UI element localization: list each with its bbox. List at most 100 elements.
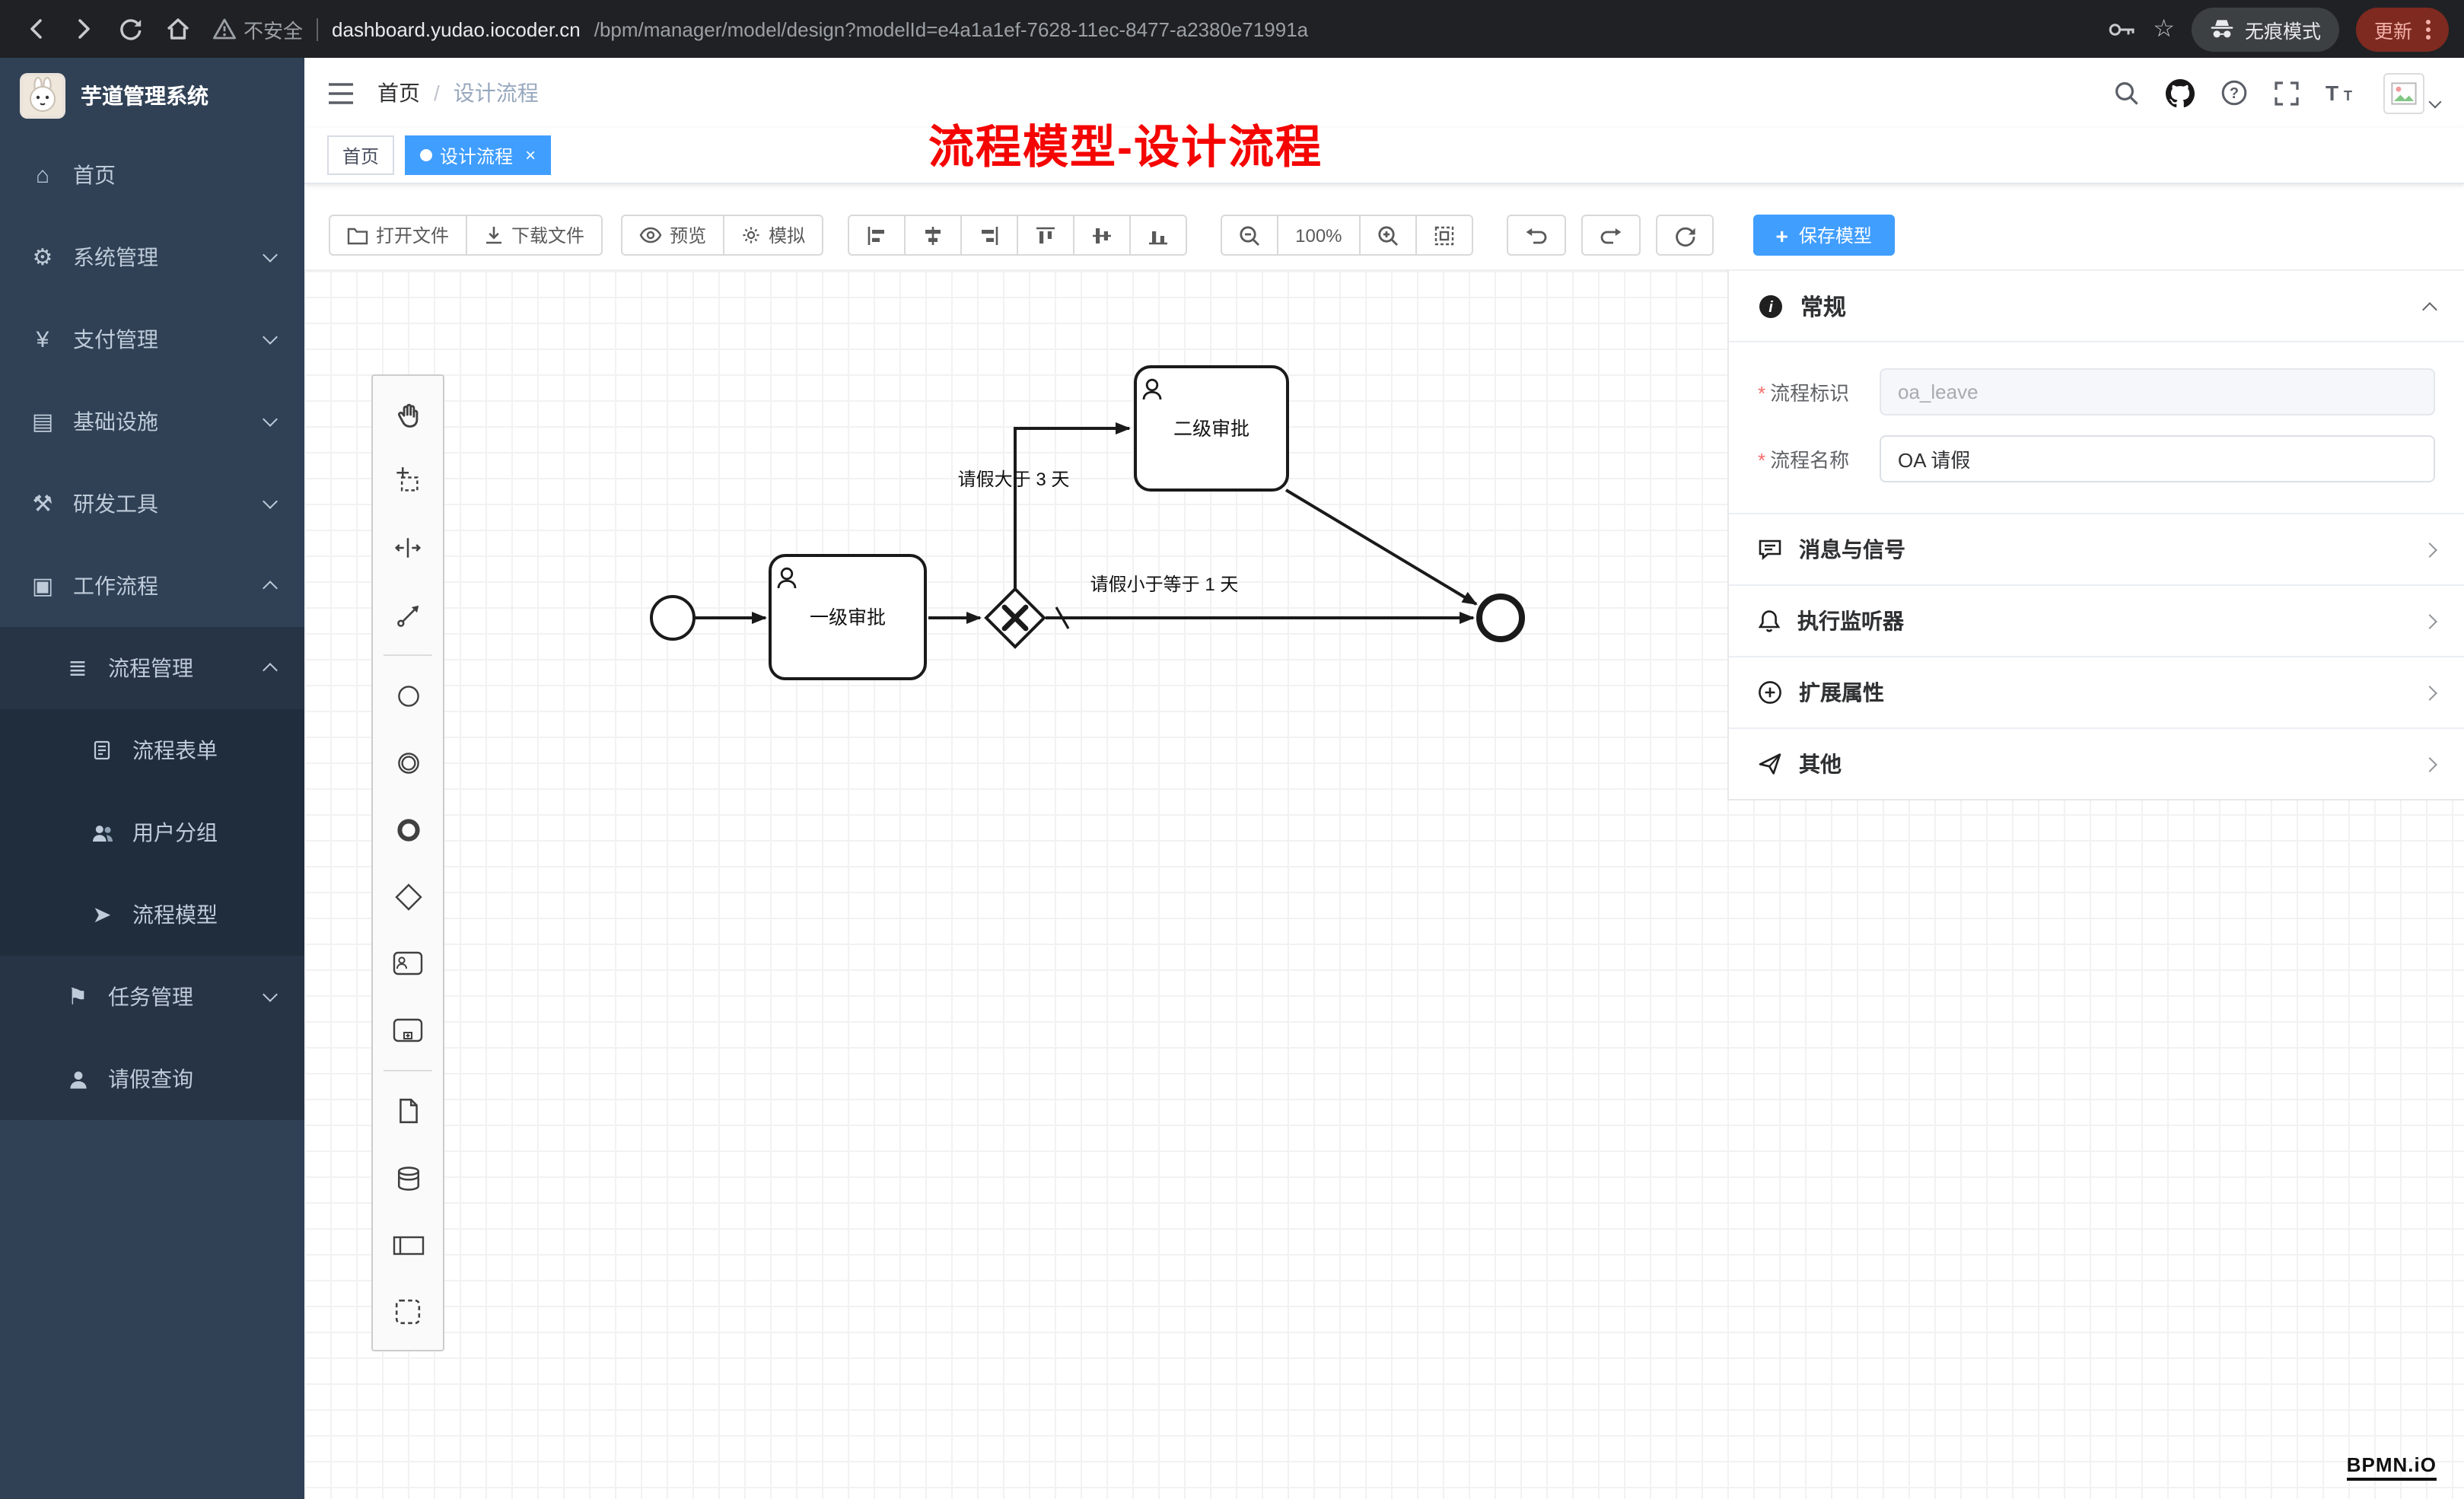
sidebar-item-payment[interactable]: ¥ 支付管理	[0, 298, 304, 380]
process-key-input	[1880, 368, 2435, 415]
palette-hand-tool[interactable]	[373, 380, 443, 447]
undo-button[interactable]	[1506, 215, 1566, 256]
flow-task2-to-end[interactable]	[1285, 489, 1478, 606]
help-icon[interactable]: ?	[2220, 79, 2248, 107]
chevron-down-icon	[263, 247, 278, 263]
align-left-icon	[867, 226, 885, 244]
palette-create-intermediate-event[interactable]	[373, 729, 443, 796]
palette-create-subprocess[interactable]	[373, 997, 443, 1064]
sidebar-item-user-group[interactable]: 用户分组	[0, 791, 304, 874]
flow-gateway-to-task2[interactable]	[1014, 422, 1131, 589]
data-object-icon	[399, 1098, 417, 1124]
palette-create-gateway[interactable]	[373, 863, 443, 930]
browser-back-button[interactable]	[15, 8, 56, 49]
align-right-button[interactable]	[960, 215, 1019, 256]
palette-create-end-event[interactable]	[373, 796, 443, 863]
preview-button[interactable]: 预览	[621, 215, 725, 256]
task2-node[interactable]: 二级审批	[1134, 365, 1289, 492]
security-warning[interactable]: 不安全	[213, 14, 303, 43]
connect-icon	[396, 604, 419, 626]
sidebar-item-process-model[interactable]: ➤ 流程模型	[0, 874, 304, 956]
palette-create-group[interactable]	[373, 1278, 443, 1345]
palette-lasso-tool[interactable]	[373, 447, 443, 514]
button-label: 打开文件	[376, 225, 450, 247]
general-section-header[interactable]: i 常规	[1729, 271, 2464, 342]
breadcrumb-home[interactable]: 首页	[377, 81, 420, 105]
end-event-node[interactable]	[1476, 594, 1525, 642]
sidebar-item-task-mgmt[interactable]: ⚑ 任务管理	[0, 956, 304, 1038]
section-other[interactable]: 其他	[1729, 727, 2464, 799]
palette-create-user-task[interactable]	[373, 930, 443, 997]
sidebar-item-label: 用户分组	[132, 820, 218, 845]
condition-label-top[interactable]: 请假大于 3 天	[958, 469, 1070, 490]
browser-reload-button[interactable]	[110, 8, 151, 49]
zoom-reset-button[interactable]	[1415, 215, 1473, 256]
align-center-button[interactable]	[904, 215, 963, 256]
incognito-badge[interactable]: 无痕模式	[2191, 7, 2339, 51]
section-messages-signals[interactable]: 消息与信号	[1729, 513, 2464, 584]
zoom-out-button[interactable]	[1221, 215, 1279, 256]
align-top-button[interactable]	[1017, 215, 1075, 256]
sidebar-item-devtools[interactable]: ⚒ 研发工具	[0, 463, 304, 545]
browser-home-button[interactable]	[157, 8, 198, 49]
align-left-button[interactable]	[848, 215, 906, 256]
address-bar[interactable]: 不安全 dashboard.yudao.iocoder.cn/bpm/manag…	[213, 14, 2086, 43]
align-middle-button[interactable]	[1073, 215, 1132, 256]
refresh-button[interactable]	[1655, 215, 1714, 256]
subprocess-icon	[393, 1018, 423, 1042]
save-model-button[interactable]: + 保存模型	[1752, 215, 1895, 256]
bookmark-star-icon[interactable]: ☆	[2153, 17, 2175, 43]
zoom-in-button[interactable]	[1358, 215, 1417, 256]
send-icon: ➤	[92, 902, 112, 928]
tab-home[interactable]: 首页	[327, 135, 395, 175]
process-name-input[interactable]	[1880, 435, 2435, 482]
palette-create-participant[interactable]	[373, 1211, 443, 1278]
align-right-icon	[982, 226, 998, 244]
bpmn-diagram[interactable]: 一级审批 二级审批	[304, 271, 2464, 1499]
sidebar-item-workflow[interactable]: ▣ 工作流程	[0, 545, 304, 627]
palette-create-start-event[interactable]	[373, 662, 443, 729]
redo-button[interactable]	[1581, 215, 1641, 256]
palette-create-data-store[interactable]	[373, 1144, 443, 1211]
download-file-button[interactable]: 下载文件	[466, 215, 603, 256]
align-middle-icon	[1093, 228, 1112, 243]
section-execution-listeners[interactable]: 执行监听器	[1729, 584, 2464, 656]
browser-forward-button[interactable]	[62, 8, 103, 49]
start-event-node[interactable]	[650, 595, 696, 641]
sidebar-item-process-mgmt[interactable]: ≣ 流程管理	[0, 627, 304, 709]
condition-label-bottom[interactable]: 请假小于等于 1 天	[1090, 574, 1239, 595]
sidebar-item-process-form[interactable]: 流程表单	[0, 709, 304, 791]
eye-icon	[639, 227, 662, 243]
sidebar-item-system[interactable]: ⚙ 系统管理	[0, 216, 304, 298]
palette-global-connect-tool[interactable]	[373, 581, 443, 648]
zoom-level: 100%	[1277, 215, 1361, 256]
section-extended-properties[interactable]: 扩展属性	[1729, 656, 2464, 727]
align-bottom-button[interactable]	[1129, 215, 1188, 256]
simulate-button[interactable]: 模拟	[723, 215, 824, 256]
open-file-button[interactable]: 打开文件	[329, 215, 468, 256]
sidebar-item-infrastructure[interactable]: ▤ 基础设施	[0, 380, 304, 463]
sidebar-toggle-button[interactable]	[304, 58, 377, 128]
password-key-icon[interactable]	[2107, 21, 2136, 37]
close-icon[interactable]: ×	[525, 145, 536, 166]
image-placeholder-icon	[2391, 81, 2417, 104]
tab-label: 首页	[342, 145, 380, 167]
browser-update-button[interactable]: 更新	[2355, 7, 2449, 51]
tab-design-process[interactable]: 设计流程 ×	[405, 135, 552, 175]
kebab-menu-icon[interactable]	[2426, 19, 2431, 39]
sidebar-item-leave-query[interactable]: 请假查询	[0, 1038, 304, 1120]
palette-create-data-object[interactable]	[373, 1077, 443, 1144]
sidebar-logo-row[interactable]: 芋道管理系统	[0, 58, 304, 134]
search-icon[interactable]	[2114, 80, 2140, 106]
palette-space-tool[interactable]	[373, 514, 443, 581]
user-menu[interactable]	[2383, 72, 2442, 113]
sidebar-item-home[interactable]: ⌂ 首页	[0, 134, 304, 216]
fullscreen-icon[interactable]	[2274, 80, 2300, 106]
bpmn-io-watermark[interactable]: BPMN.iO	[2346, 1453, 2437, 1481]
github-icon[interactable]	[2166, 78, 2195, 107]
svg-text:T: T	[2344, 88, 2352, 103]
browser-actions: ☆ 无痕模式 更新	[2092, 7, 2449, 51]
exclusive-gateway-node[interactable]	[984, 587, 1046, 649]
task1-node[interactable]: 一级审批	[769, 554, 927, 680]
